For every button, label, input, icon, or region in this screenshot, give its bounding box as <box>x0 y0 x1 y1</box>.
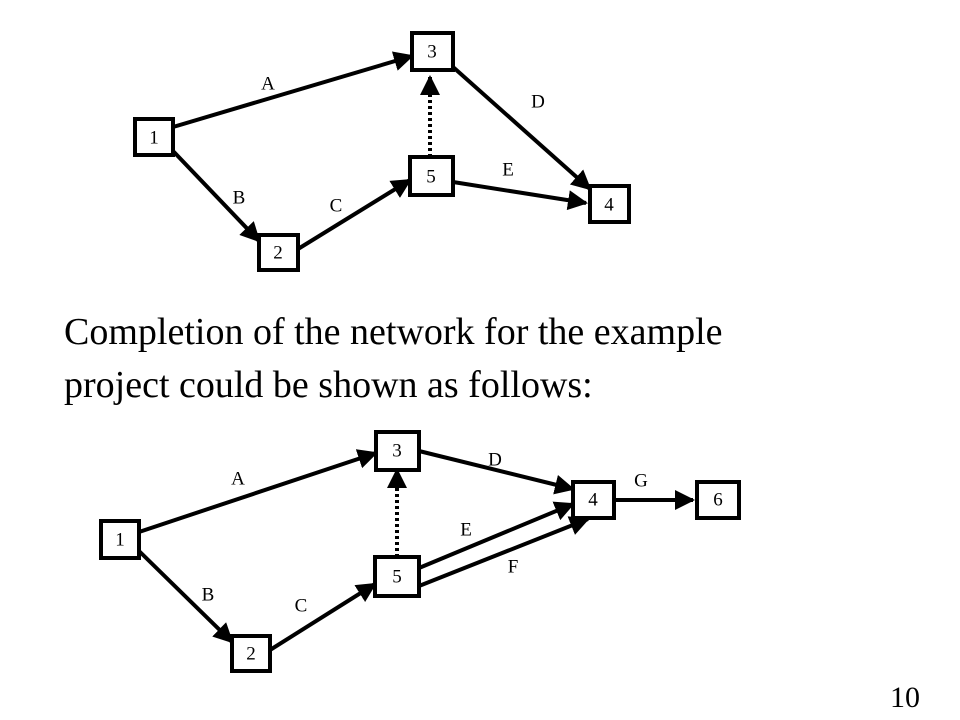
event-node-label: 5 <box>392 567 402 588</box>
activity-label-e: E <box>460 520 472 541</box>
activity-label-b: B <box>202 585 215 606</box>
activity-arrow-c <box>268 582 377 652</box>
activity-label-c: C <box>330 196 343 217</box>
activity-arrow-a <box>138 449 378 534</box>
activity-label-g: G <box>634 471 648 492</box>
activity-label-f: F <box>508 557 519 578</box>
event-node-5: 5 <box>373 555 421 598</box>
activity-label-d: D <box>488 450 502 471</box>
event-node-4: 4 <box>588 184 631 224</box>
event-node-label: 5 <box>426 167 436 188</box>
event-node-label: 4 <box>604 195 614 216</box>
event-node-label: 1 <box>115 530 125 551</box>
activity-arrow-a <box>172 51 414 129</box>
event-node-label: 4 <box>588 490 598 511</box>
event-node-4: 4 <box>571 480 616 520</box>
event-node-label: 3 <box>392 441 402 462</box>
activity-arrow-c <box>296 178 412 251</box>
activity-arrow-e <box>452 180 588 211</box>
activity-arrow-f <box>418 516 590 588</box>
activity-label-e: E <box>502 160 514 181</box>
event-node-1: 1 <box>99 519 141 560</box>
event-node-3: 3 <box>410 31 455 72</box>
page-number: 10 <box>890 681 920 714</box>
activity-label-b: B <box>233 188 246 209</box>
event-node-2: 2 <box>230 634 272 673</box>
activity-arrow-b <box>171 149 261 243</box>
activity-arrow-d <box>451 65 592 191</box>
activity-label-d: D <box>531 92 545 113</box>
caption-line-1: Completion of the network for the exampl… <box>64 311 723 353</box>
event-node-3: 3 <box>374 430 421 472</box>
event-node-label: 1 <box>149 128 159 149</box>
event-node-label: 2 <box>246 644 256 665</box>
event-node-5: 5 <box>408 155 455 197</box>
activity-arrow-b <box>137 549 234 644</box>
activity-arrow-d <box>418 449 575 495</box>
event-node-1: 1 <box>133 117 175 157</box>
event-node-2: 2 <box>257 233 300 272</box>
network-diagram-top: A B C D E 1 2 3 4 5 <box>133 31 631 272</box>
activity-label-a: A <box>231 469 245 490</box>
event-node-label: 2 <box>273 243 283 264</box>
event-node-6: 6 <box>695 480 741 520</box>
activity-label-a: A <box>261 74 275 95</box>
caption-line-2: project could be shown as follows: <box>64 364 593 406</box>
activity-arrow-e <box>418 501 575 570</box>
caption-text: Completion of the network for the exampl… <box>64 306 904 412</box>
activity-label-c: C <box>295 596 308 617</box>
event-node-label: 3 <box>427 42 437 63</box>
event-node-label: 6 <box>713 490 723 511</box>
